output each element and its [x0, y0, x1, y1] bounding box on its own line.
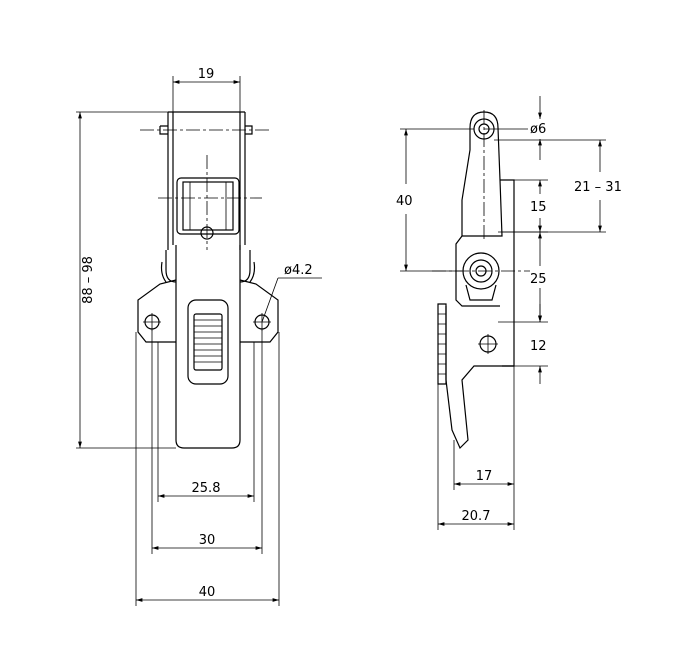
dim-88-98: 88 – 98 [76, 111, 176, 449]
dim-depth-label: 17 [476, 469, 493, 484]
front-lever [160, 245, 256, 449]
front-top-bracket [140, 111, 270, 250]
dim-top-width-label: 19 [198, 67, 215, 82]
dim-21-31: 21 – 31 [494, 139, 622, 233]
front-view: 19 88 – 98 ø4.2 25.8 30 [76, 67, 322, 606]
dim-inner-width-label: 25.8 [192, 481, 221, 496]
dim-25-8: 25.8 [157, 342, 255, 502]
dim-lower-label: 12 [530, 339, 547, 354]
dim-pin-diameter-label: ø6 [530, 122, 546, 137]
dim-pin-diameter: ø6 [484, 96, 546, 160]
dim-hole-diameter-label: ø4.2 [284, 263, 313, 278]
front-roller [158, 155, 262, 250]
front-base-plate [137, 279, 279, 343]
dim-base-width-label: 40 [199, 585, 216, 600]
dim-hole-spacing-label: 30 [199, 533, 216, 548]
side-hook-arm [461, 110, 503, 240]
front-slot [187, 299, 229, 385]
side-view: ø6 21 – 31 40 15 [396, 96, 622, 530]
dim-upper-label: 15 [530, 200, 547, 215]
dim-40-base: 40 [135, 332, 280, 606]
side-body [432, 179, 530, 367]
dim-30: 30 [151, 330, 263, 554]
dim-total-depth-label: 20.7 [462, 509, 491, 524]
dim-adjust-range-label: 21 – 31 [574, 180, 622, 195]
dim-hook-height-label: 40 [396, 194, 413, 209]
dim-hole-diameter: ø4.2 [261, 263, 322, 323]
side-lever [437, 303, 514, 450]
dim-19: 19 [172, 67, 241, 112]
dim-20-7: 20.7 [437, 384, 515, 530]
dim-middle-label: 25 [530, 272, 547, 287]
dim-right-stack: 15 25 12 [498, 179, 548, 384]
dim-height-range-label: 88 – 98 [81, 256, 96, 304]
dim-40-side: 40 [396, 128, 474, 272]
dim-17: 17 [453, 366, 515, 490]
